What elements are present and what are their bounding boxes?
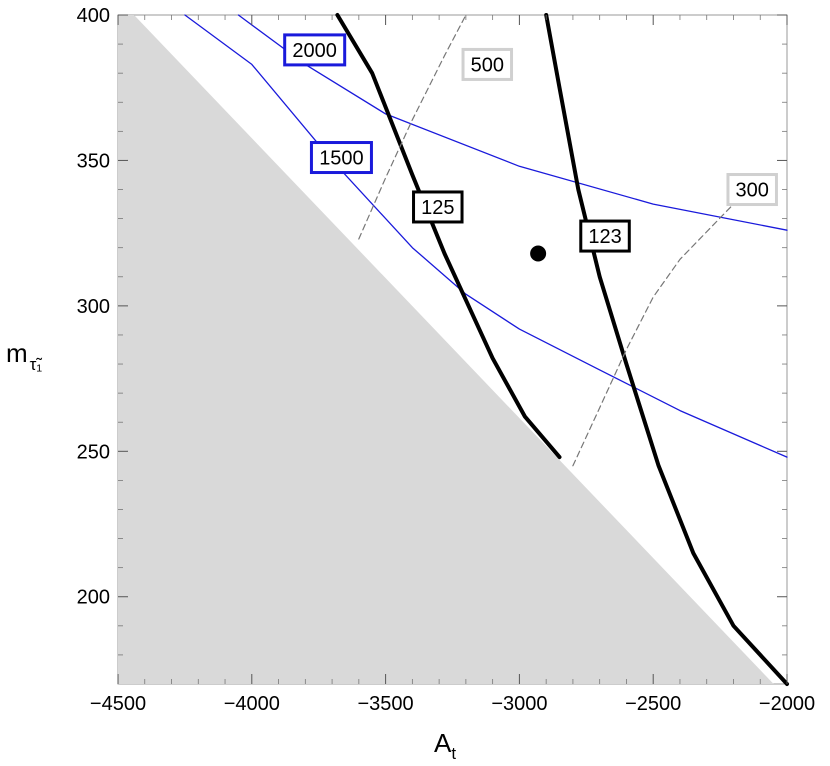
contour-label-box [461, 47, 514, 81]
contour-label-2000: 2000 [283, 33, 347, 67]
x-tick-label: −4500 [90, 693, 146, 715]
contour-500-line [358, 14, 467, 240]
excluded-region [118, 15, 774, 684]
y-tick-label: 300 [77, 296, 110, 318]
contour-label-text: 300 [736, 180, 769, 202]
excluded-region-layer [118, 15, 774, 684]
x-tick-label: −3500 [358, 693, 414, 715]
x-tick-label: −3000 [491, 693, 547, 715]
x-tick-label: −2000 [759, 693, 815, 715]
contour-label-box [412, 190, 464, 224]
contour-label-text: 500 [471, 54, 504, 76]
contour-123-line [544, 13, 789, 686]
contour-label-box [309, 141, 373, 175]
contour-125-line [335, 13, 562, 460]
contour-label-300: 300 [726, 173, 778, 207]
contour-label-text: 125 [421, 197, 454, 219]
contour-1500-line [184, 14, 788, 458]
contour-label-1500: 1500 [309, 141, 373, 175]
contour-label-box [726, 173, 778, 207]
y-tick-label: 250 [77, 441, 110, 463]
benchmark-point-marker [530, 245, 547, 262]
y-tick-label: 400 [77, 5, 110, 27]
contour-label-box [579, 219, 631, 253]
x-tick-label: −2500 [625, 693, 681, 715]
x-tick-label: −4000 [224, 693, 280, 715]
contour-label-box [283, 33, 347, 67]
contour-label-text: 2000 [292, 40, 337, 62]
contour-lines-layer [184, 13, 789, 686]
contour-label-500: 500 [461, 47, 514, 81]
contour-label-text: 1500 [319, 148, 364, 170]
y-tick-label: 350 [77, 150, 110, 172]
y-tick-label: 200 [77, 587, 110, 609]
contour-label-123: 123 [579, 219, 631, 253]
x-axis-title: At [434, 728, 456, 763]
contour-labels-layer: 2000 1500 125 123 500 300 [283, 33, 778, 253]
contour-label-text: 123 [588, 226, 621, 248]
axis-ticks-layer: −4500 −4000 −3500 −3000 −2500 −2000 200 250 300 3… [77, 5, 815, 715]
contour-label-125: 125 [412, 190, 464, 224]
